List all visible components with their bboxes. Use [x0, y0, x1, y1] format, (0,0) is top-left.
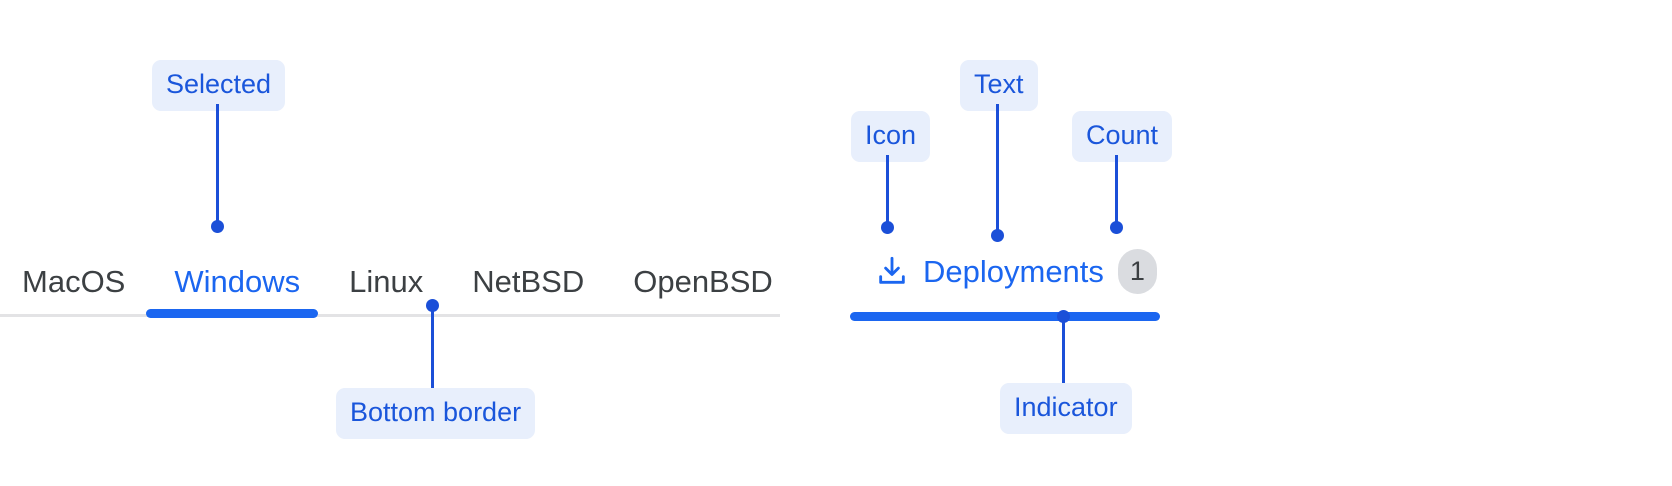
download-icon — [879, 256, 905, 284]
annotation-text-leader-line — [996, 104, 999, 232]
annotation-count-leader-dot — [1110, 221, 1123, 234]
tab-windows[interactable]: Windows — [174, 266, 300, 315]
os-tab-bar: MacOS Windows Linux NetBSD OpenBSD — [0, 248, 780, 315]
annotation-text-label: Text — [960, 60, 1038, 111]
annotation-icon-label: Icon — [851, 111, 931, 162]
tab-deployments[interactable]: Deployments 1 — [850, 240, 1180, 302]
deployments-tab-wrapper: Deployments 1 — [850, 240, 1180, 321]
tab-deployments-label: Deployments — [923, 253, 1104, 289]
annotation-text-leader-dot — [991, 229, 1004, 242]
tab-netbsd[interactable]: NetBSD — [472, 266, 584, 315]
tab-netbsd-label: NetBSD — [472, 264, 585, 299]
annotation-count-label: Count — [1072, 111, 1173, 162]
annotation-icon-leader-line — [886, 155, 889, 224]
tab-openbsd-label: OpenBSD — [633, 264, 773, 299]
tab-deployments-count-badge: 1 — [1117, 248, 1157, 294]
tab-macos-label: MacOS — [22, 264, 126, 299]
annotation-selected-label: Selected — [152, 60, 286, 111]
annotation-indicator-leader-line — [1062, 316, 1065, 383]
os-tab-bar-bottom-border — [0, 314, 780, 317]
annotation-bottom-border-label: Bottom border — [336, 388, 536, 439]
annotation-selected-leader-dot — [211, 220, 224, 233]
tab-linux[interactable]: Linux — [349, 266, 423, 315]
annotation-count-leader-line — [1115, 155, 1118, 224]
tab-windows-selected-underline — [146, 309, 318, 318]
annotation-indicator-label: Indicator — [1000, 383, 1132, 434]
annotation-icon-leader-dot — [881, 221, 894, 234]
tab-openbsd[interactable]: OpenBSD — [633, 266, 773, 315]
tab-macos[interactable]: MacOS — [22, 266, 125, 315]
annotation-selected-leader-line — [216, 104, 219, 224]
tab-deployments-indicator — [850, 312, 1160, 321]
tab-linux-label: Linux — [349, 264, 424, 299]
tab-windows-label: Windows — [174, 264, 301, 299]
os-tab-list: MacOS Windows Linux NetBSD OpenBSD — [0, 248, 780, 315]
annotation-bottom-border-leader-line — [431, 305, 434, 389]
